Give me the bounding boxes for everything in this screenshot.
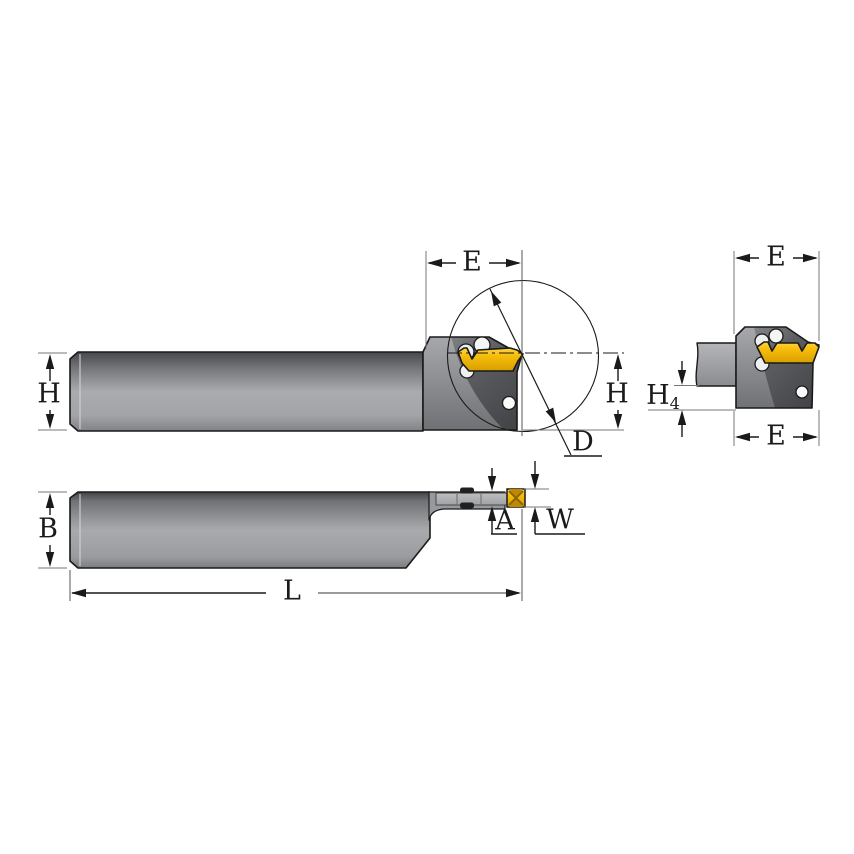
- dim-label-h4: H4: [646, 379, 680, 413]
- dim-label-e-side: E: [462, 246, 482, 278]
- dim-b: [38, 491, 67, 569]
- dim-e-side: [425, 251, 521, 349]
- dim-label-a: A: [495, 505, 515, 537]
- dim-l: [69, 509, 523, 601]
- clamp-screw-icon: [460, 502, 474, 509]
- dim-label-d: D: [572, 426, 594, 458]
- side-view: [38, 250, 624, 457]
- dim-d: [487, 288, 602, 457]
- carbide-insert-end: [756, 341, 820, 364]
- clamp-screw-icon: [460, 487, 474, 494]
- dim-label-e-end-bottom: E: [766, 420, 786, 452]
- dim-label-h-right: H: [605, 378, 629, 410]
- dim-h-left: [38, 352, 67, 431]
- screw-hole-icon: [768, 328, 784, 344]
- dim-w: [524, 461, 585, 535]
- dim-h4: [648, 361, 736, 437]
- dim-e-end-top: [733, 251, 820, 341]
- dim-label-e-end-top: E: [766, 241, 786, 273]
- end-shank: [695, 342, 737, 387]
- dim-a: [487, 468, 517, 535]
- dim-label-b: B: [38, 513, 58, 545]
- carbide-insert-top: [506, 488, 526, 508]
- top-body: [69, 491, 431, 569]
- dim-label-w: W: [546, 504, 574, 536]
- dim-h-right: [523, 354, 624, 431]
- end-view: [648, 251, 820, 446]
- carbide-insert-side: [457, 347, 524, 372]
- side-shank: [69, 351, 424, 432]
- cutting-diameter-circle: [446, 279, 600, 433]
- pin-hole-icon: [795, 385, 809, 399]
- top-view: [38, 461, 585, 601]
- dim-label-h-left: H: [37, 378, 61, 410]
- pin-hole-icon: [501, 395, 517, 411]
- dim-label-l: L: [283, 575, 301, 607]
- dim-e-end-bottom: [733, 410, 820, 446]
